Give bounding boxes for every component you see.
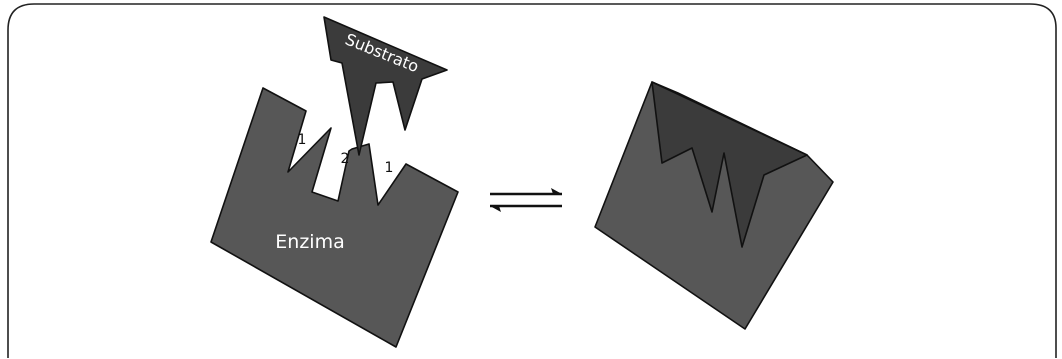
figure-frame <box>8 4 1056 358</box>
enzyme-shape <box>211 88 458 347</box>
enzyme-label: Enzima <box>275 231 344 253</box>
unbound-state: Substrato Enzima 1 2 1 <box>211 17 458 347</box>
site-label-left: 1 <box>298 132 307 148</box>
bound-complex <box>595 82 833 329</box>
site-label-middle: 2 <box>341 151 350 167</box>
equilibrium-arrows <box>490 188 562 212</box>
substrate-shape <box>324 17 447 155</box>
site-label-right: 1 <box>385 160 394 176</box>
